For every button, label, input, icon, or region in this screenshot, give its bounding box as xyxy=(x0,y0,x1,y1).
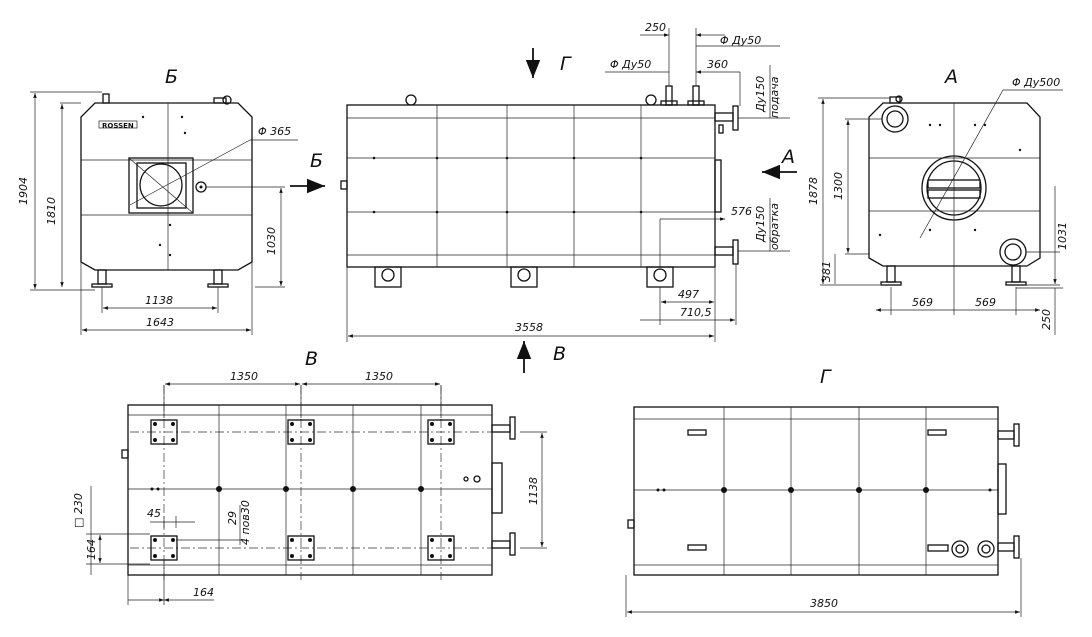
dim-45: 45 xyxy=(147,507,161,520)
arrow-a-label: А xyxy=(780,146,795,168)
view-a-body xyxy=(868,102,1041,267)
dim-1878: 1878 xyxy=(807,177,820,205)
view-g-title: Г xyxy=(820,366,832,388)
arrow-g-label: Г xyxy=(560,53,572,75)
dim-164-v: 164 xyxy=(85,539,98,560)
view-a: А Φ Ду500 1878 1300 xyxy=(807,66,1069,335)
dim-250-a: 250 xyxy=(1040,309,1053,330)
dim-3850: 3850 xyxy=(810,597,838,610)
dim-1031: 1031 xyxy=(1056,222,1069,250)
dim-1350-right: 1350 xyxy=(365,370,393,383)
burner-flange xyxy=(128,157,194,214)
note-supply-size: Ду150 xyxy=(754,76,767,113)
dim-164-h: 164 xyxy=(193,586,214,599)
arrow-b-label: Б xyxy=(310,150,323,172)
dim-1138-v: 1138 xyxy=(527,477,540,505)
dim-569-left: 569 xyxy=(912,296,933,309)
dim-1643: 1643 xyxy=(146,316,174,329)
view-g: Г 3850 xyxy=(625,366,1022,617)
view-b-title: Б xyxy=(165,66,178,88)
view-b-body xyxy=(80,102,253,271)
dim-1138: 1138 xyxy=(145,294,173,307)
dim-1350-left: 1350 xyxy=(230,370,258,383)
dim-1810: 1810 xyxy=(45,197,58,225)
dim-7105: 710,5 xyxy=(680,306,712,319)
view-main: Г Б А В 250 Φ Ду50 Φ Ду50 360 Ду150 пода… xyxy=(290,21,797,373)
dim-576: 576 xyxy=(731,205,752,218)
note-return-size: Ду150 xyxy=(754,206,767,243)
dim-1300: 1300 xyxy=(832,172,845,200)
view-b: Б ROSSEN Φ 365 xyxy=(17,66,298,335)
dim-230: □ 230 xyxy=(72,493,85,528)
note-supply: подача xyxy=(768,76,781,118)
dim-497: 497 xyxy=(678,288,699,301)
logo-text: ROSSEN xyxy=(102,122,134,130)
dim-holes: 4 пов30 xyxy=(239,500,252,545)
dim-250-top: 250 xyxy=(645,21,666,34)
logo-plate xyxy=(98,120,138,129)
dim-du50-left: Φ Ду50 xyxy=(610,58,651,71)
view-v-title: В xyxy=(305,348,318,370)
dim-diameter-365: Φ 365 xyxy=(258,125,291,138)
dim-569-right: 569 xyxy=(975,296,996,309)
dim-du500: Φ Ду500 xyxy=(1012,76,1060,89)
dim-du50-right: Φ Ду50 xyxy=(720,34,761,47)
dim-381: 381 xyxy=(820,261,833,282)
view-a-title: А xyxy=(943,66,958,88)
dim-1904: 1904 xyxy=(17,177,30,205)
view-v-body xyxy=(127,404,493,576)
view-v: В xyxy=(72,348,547,605)
note-return: обратка xyxy=(768,203,781,250)
dim-29: 29 xyxy=(226,511,239,525)
main-legs xyxy=(374,266,674,288)
dim-3558: 3558 xyxy=(515,321,543,334)
manhole-door xyxy=(921,155,987,221)
arrow-v-label: В xyxy=(553,343,566,365)
foot-plates xyxy=(150,419,455,561)
dim-1030: 1030 xyxy=(265,227,278,255)
dim-360: 360 xyxy=(707,58,728,71)
